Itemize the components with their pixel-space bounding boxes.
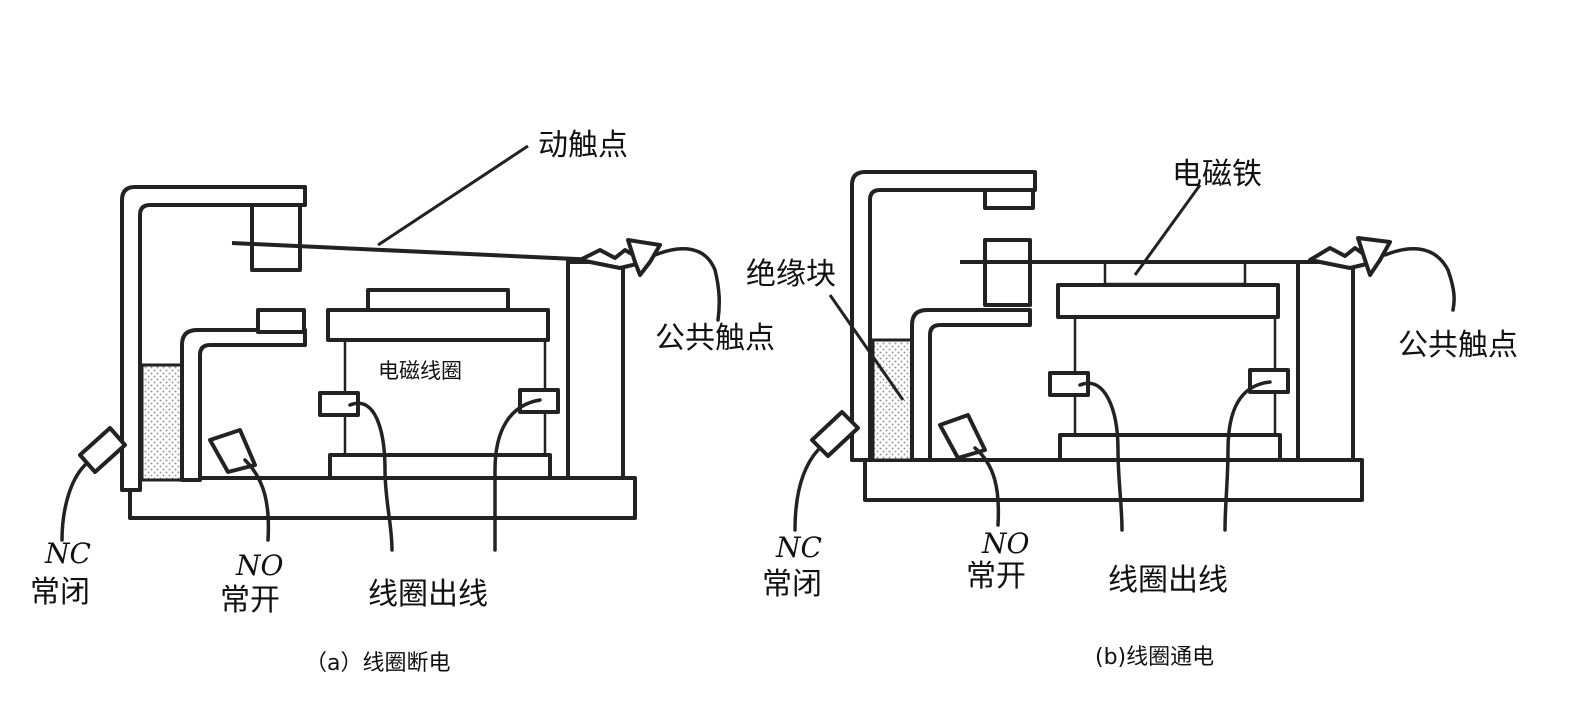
- no-contact-block: [983, 238, 1032, 307]
- nc-contact-block: [250, 203, 302, 272]
- coil-body: [343, 338, 547, 457]
- label-coil-leads-a: 线圈出线: [368, 577, 488, 612]
- no-frame: [910, 308, 1032, 462]
- coil-lead-left: [1078, 381, 1124, 532]
- insulator-block: [871, 338, 915, 462]
- label-common-contact-a: 公共触点: [655, 321, 775, 356]
- electromagnet-top-plate: [366, 288, 510, 312]
- insulator-block: [140, 363, 184, 482]
- label-no-b: NO: [981, 527, 1030, 560]
- label-coil-leads-b: 线圈出线: [1108, 563, 1228, 598]
- armature: [1103, 260, 1247, 286]
- common-terminal-clip: [578, 248, 647, 270]
- no-frame: [180, 328, 307, 482]
- label-moving-contact-a: 动触点: [538, 128, 628, 163]
- coil-body: [1073, 315, 1277, 437]
- label-nc-b: NC: [775, 531, 822, 564]
- no-terminal: [208, 428, 257, 474]
- common-wire: [1383, 247, 1456, 312]
- nc-contact-block: [983, 188, 1035, 210]
- electromagnet-plate: [1056, 283, 1280, 319]
- common-terminal: [626, 238, 662, 277]
- leader-electromagnet: [1133, 184, 1202, 276]
- moving-contact-arm: [231, 241, 641, 264]
- label-coil-a: 电磁线圈: [378, 359, 462, 383]
- label-nc-cn-a: 常闭: [30, 575, 90, 610]
- support-column: [566, 260, 625, 480]
- nc-terminal: [78, 426, 127, 474]
- coil-lead-right: [493, 398, 542, 552]
- common-terminal: [1356, 236, 1392, 277]
- common-terminal-clip: [1308, 246, 1377, 270]
- nc-terminal: [810, 410, 860, 458]
- coil-lead-left: [348, 401, 394, 552]
- label-no-cn-b: 常开: [966, 559, 1026, 594]
- base-plate: [128, 476, 637, 520]
- leader-insulator: [828, 294, 905, 401]
- label-electromagnet-b: 电磁铁: [1172, 157, 1262, 192]
- support-column: [1296, 260, 1355, 462]
- leader-moving-contact: [377, 144, 529, 247]
- no-wire: [243, 458, 271, 542]
- label-insulator-b: 绝缘块: [746, 257, 836, 292]
- panel-a-relay: [60, 144, 721, 552]
- caption-a: （a）线圈断电: [305, 651, 450, 676]
- panel-b-relay: [793, 170, 1456, 532]
- base-plate: [863, 458, 1364, 502]
- nc-wire: [793, 448, 820, 532]
- label-no-a: NO: [235, 549, 284, 582]
- no-contact-block: [256, 308, 306, 334]
- coil-lead-right: [1223, 380, 1272, 532]
- label-nc-cn-b: 常闭: [762, 567, 822, 602]
- common-wire: [653, 247, 721, 322]
- nc-frame: [120, 185, 307, 492]
- label-nc-a: NC: [44, 537, 91, 570]
- label-no-cn-a: 常开: [220, 583, 280, 618]
- label-common-contact-b: 公共触点: [1398, 328, 1518, 363]
- coil-base: [328, 453, 552, 480]
- caption-b: (b)线圈通电: [1095, 645, 1214, 670]
- electromagnet-plate: [326, 308, 550, 342]
- no-wire: [973, 446, 1001, 527]
- coil-base: [1058, 433, 1282, 462]
- nc-wire: [60, 463, 87, 542]
